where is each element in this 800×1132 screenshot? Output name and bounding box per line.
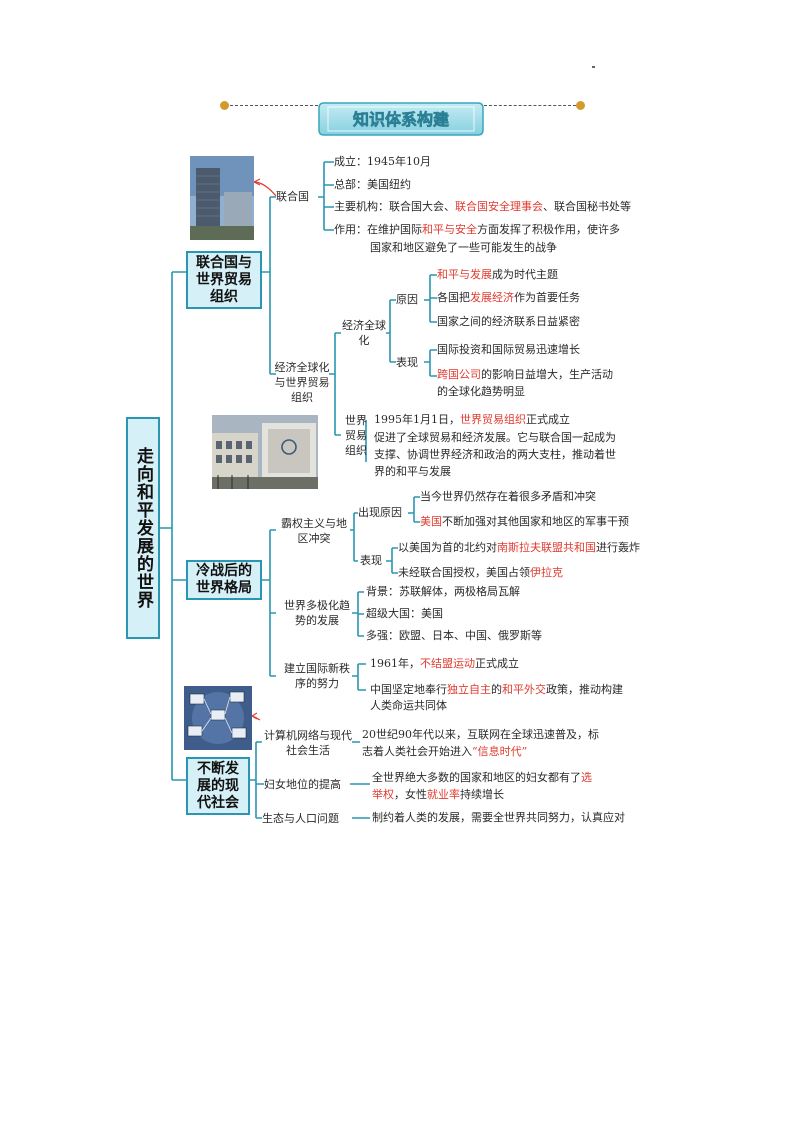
show-1: 以美国为首的北约对南斯拉夫联盟共和国进行轰炸 (398, 541, 640, 554)
women-line-2: 举权，女性就业率持续增长 (372, 788, 504, 801)
reason-2: 各国把发展经济作为首要任务 (437, 291, 580, 304)
globalization-wto-label: 经济全球化与世界贸易组织 (274, 361, 330, 404)
un-headquarters: 总部：美国纽约 (334, 178, 411, 191)
multipolar-poles: 多强：欧盟、日本、中国、俄罗斯等 (366, 629, 542, 642)
new-order-label: 建立国际新秩序的努力 (284, 662, 350, 690)
un-organs: 主要机构：联合国大会、联合国安全理事会、联合国秘书处等 (334, 200, 631, 213)
wto-line-1: 1995年1月1日，世界贸易组织正式成立 (374, 413, 570, 426)
branch-box-post-cold-war: 冷战后的世界格局 (186, 560, 262, 600)
internet-line-1: 20世纪90年代以来，互联网在全球迅速普及，标 (362, 728, 599, 741)
right-dash-line (484, 105, 576, 106)
reason-3: 国家之间的经济联系日益紧密 (437, 315, 580, 328)
un-role-line-2: 国家和地区避免了一些可能发生的战争 (370, 241, 557, 254)
women-line-1: 全世界绝大多数的国家和地区的妇女都有了选 (372, 771, 592, 784)
ecology-label: 生态与人口问题 (262, 812, 339, 825)
cause-1: 当今世界仍然存在着很多矛盾和冲突 (420, 490, 596, 503)
cause-2: 美国不断加强对其他国家和地区的军事干预 (420, 515, 629, 528)
branch-box-un-wto: 联合国与世界贸易组织 (186, 251, 262, 309)
wto-label: 世界贸易组织 (345, 414, 367, 457)
multipolar-superpower: 超级大国：美国 (366, 607, 443, 620)
left-dot-ornament (220, 101, 229, 110)
branch-label-un-wto: 联合国与世界贸易组织 (196, 254, 252, 305)
manifest-1: 国际投资和国际贸易迅速增长 (437, 343, 580, 356)
title-banner: 知识体系构建 (318, 102, 484, 136)
multipolar-label: 世界多极化趋势的发展 (284, 599, 350, 627)
manifest-label: 表现 (396, 356, 418, 369)
root-topic-box: 走向和平发展的世界 (126, 417, 160, 639)
branch-box-modern-society: 不断发展的现代社会 (186, 757, 250, 815)
un-headquarters-photo (190, 156, 254, 240)
manifest-2: 跨国公司的影响日益增大，生产活动 (437, 368, 613, 381)
hegemony-label: 霸权主义与地区冲突 (281, 517, 347, 545)
wto-line-2: 促进了全球贸易和经济发展。它与联合国一起成为 (374, 431, 616, 444)
causes-label: 出现原因 (358, 506, 402, 519)
new-order-3: 人类命运共同体 (370, 699, 447, 712)
right-dot-ornament (576, 101, 585, 110)
show-2: 未经联合国授权，美国占领伊拉克 (398, 566, 563, 579)
reason-1: 和平与发展成为时代主题 (437, 268, 558, 281)
manifest-3: 的全球化趋势明显 (437, 385, 525, 398)
branch-label-post-cold-war: 冷战后的世界格局 (196, 563, 252, 596)
reasons-label: 原因 (396, 293, 418, 306)
left-dash-line (230, 105, 318, 106)
root-topic-label: 走向和平发展的世界 (133, 447, 153, 609)
un-label: 联合国 (276, 190, 309, 203)
wto-line-4: 界的和平与发展 (374, 465, 451, 478)
internet-line-2: 志着人类社会开始进入“信息时代” (362, 745, 528, 758)
internet-label: 计算机网络与现代社会生活 (264, 729, 352, 757)
wto-line-3: 支撑、协调世界经济和政治的两大支柱，推动着世 (374, 448, 616, 461)
wto-headquarters-photo (212, 415, 318, 489)
branch-label-modern-society: 不断发展的现代社会 (197, 760, 239, 811)
multipolar-background: 背景：苏联解体，两极格局瓦解 (366, 585, 520, 598)
ecology-line-1: 制约着人类的发展，需要全世界共同努力，认真应对 (372, 811, 625, 824)
women-label: 妇女地位的提高 (264, 778, 341, 791)
new-order-2: 中国坚定地奉行独立自主的和平外交政策，推动构建 (370, 683, 623, 696)
computer-network-illustration (184, 686, 252, 750)
econ-globalization-label: 经济全球化 (342, 319, 386, 347)
stray-mark (592, 66, 595, 68)
un-role-line-1: 作用：在维护国际和平与安全方面发挥了积极作用，使许多 (334, 223, 620, 236)
new-order-1: 1961年，不结盟运动正式成立 (370, 657, 519, 670)
shows-label: 表现 (360, 554, 382, 567)
page-title: 知识体系构建 (353, 110, 449, 129)
un-founded: 成立：1945年10月 (334, 155, 431, 168)
